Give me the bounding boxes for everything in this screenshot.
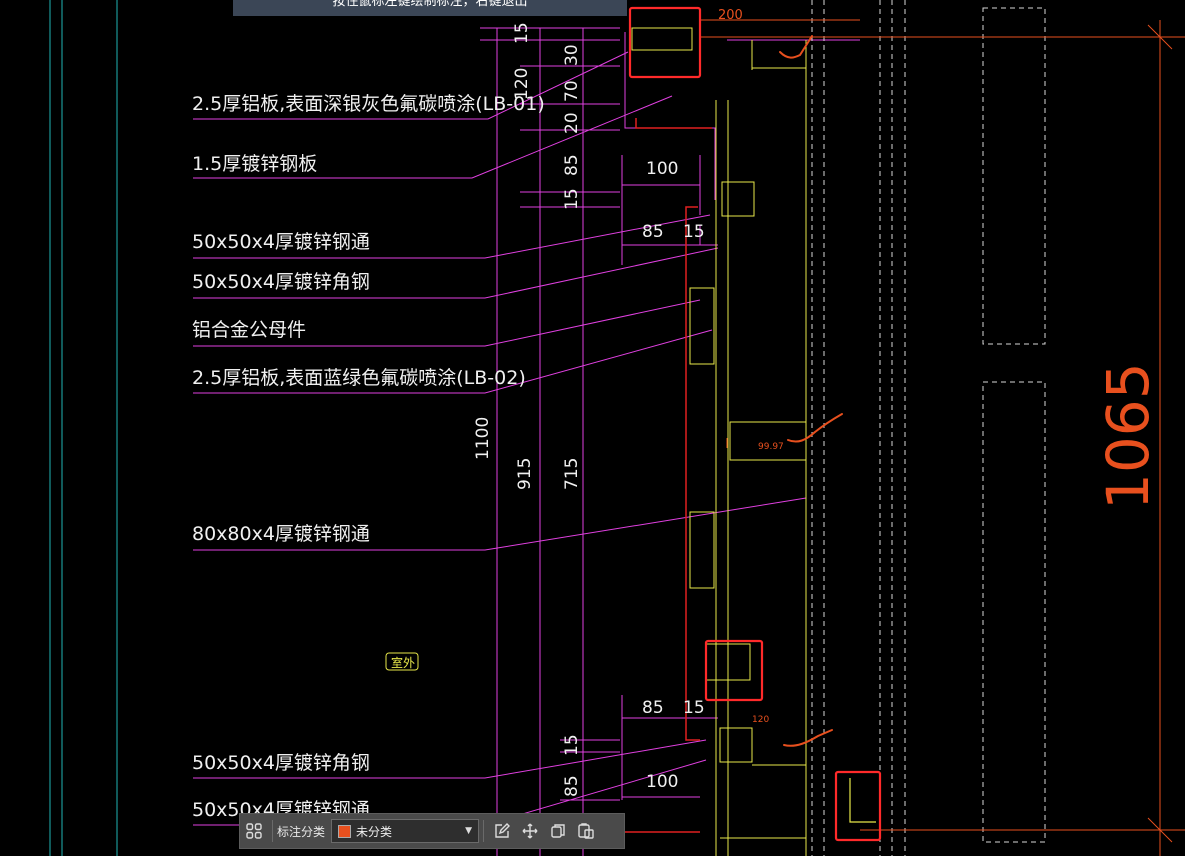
- labels: 2.5厚铝板,表面深银灰色氟碳喷涂(LB-01) 1.5厚镀锌钢板 50x50x…: [192, 93, 545, 821]
- dim-15-c: 15: [683, 222, 705, 242]
- dim-15-top: 15: [512, 22, 532, 44]
- label-angle-steel-50: 50x50x4厚镀锌角钢: [192, 271, 370, 293]
- label-angle-steel-50-bottom: 50x50x4厚镀锌角钢: [192, 752, 370, 774]
- paste-icon[interactable]: [572, 817, 600, 845]
- copy-icon[interactable]: [544, 817, 572, 845]
- category-color-swatch: [338, 824, 352, 838]
- label-aluminium-lb01: 2.5厚铝板,表面深银灰色氟碳喷涂(LB-01): [192, 93, 545, 115]
- toolbar-divider: [483, 820, 485, 842]
- outdoor-tag: 室外: [391, 655, 415, 670]
- category-label: 标注分类: [277, 824, 326, 839]
- dim-85-a: 85: [562, 154, 582, 176]
- dim-100-a: 100: [646, 159, 678, 179]
- annotation-toolbar: 标注分类 未分类 ▼: [239, 813, 625, 849]
- bracket: [849, 778, 876, 823]
- dim-200: 200: [718, 8, 743, 23]
- label-steel-tube-80: 80x80x4厚镀锌钢通: [192, 523, 370, 545]
- dimension-lines: [193, 27, 860, 856]
- grid-icon[interactable]: [240, 817, 268, 845]
- dim-99-97: 99.97: [758, 442, 784, 452]
- dim-85-d: 85: [562, 775, 582, 797]
- overall-dimension: [700, 19, 1185, 856]
- dim-15-e: 15: [562, 734, 582, 756]
- category-select[interactable]: 未分类 ▼: [331, 819, 480, 843]
- dimension-texts: 200 15 30 120 70 20 85 15 100 85 15 1100…: [473, 8, 1162, 797]
- outdoor-tag-box: [385, 652, 419, 671]
- dim-30: 30: [562, 44, 582, 66]
- dim-120-b: 120: [752, 715, 769, 725]
- dim-20: 20: [562, 112, 582, 134]
- edit-icon[interactable]: [488, 817, 516, 845]
- move-icon[interactable]: [516, 817, 544, 845]
- hidden-lines: [811, 0, 1046, 856]
- label-galvanized-plate: 1.5厚镀锌钢板: [192, 153, 317, 175]
- dim-85-c: 85: [642, 698, 664, 718]
- dim-120: 120: [512, 68, 532, 100]
- dim-70: 70: [562, 80, 582, 102]
- instruction-hint: 按住鼠标左键绘制标注，右键退出: [233, 0, 627, 16]
- steel-structure: [631, 27, 807, 856]
- dim-85-b: 85: [642, 222, 664, 242]
- label-aluminium-joint: 铝合金公母件: [192, 319, 306, 341]
- dim-1065: 1065: [1094, 362, 1162, 510]
- check-marks: [779, 35, 843, 747]
- instruction-hint-text: 按住鼠标左键绘制标注，右键退出: [332, 0, 528, 9]
- toolbar-divider: [272, 820, 273, 842]
- dim-715: 715: [562, 458, 582, 490]
- label-steel-tube-50: 50x50x4厚镀锌钢通: [192, 231, 370, 253]
- dim-1100: 1100: [473, 417, 493, 460]
- chevron-down-icon: ▼: [465, 826, 473, 836]
- aluminium-panel: [610, 118, 712, 833]
- dim-15-b: 15: [562, 188, 582, 210]
- annotation-boxes[interactable]: [628, 6, 882, 842]
- label-aluminium-lb02: 2.5厚铝板,表面蓝绿色氟碳喷涂(LB-02): [192, 367, 526, 389]
- dim-915: 915: [515, 458, 535, 490]
- dim-100-b: 100: [646, 772, 678, 792]
- category-value: 未分类: [356, 824, 393, 839]
- dim-15-d: 15: [683, 698, 705, 718]
